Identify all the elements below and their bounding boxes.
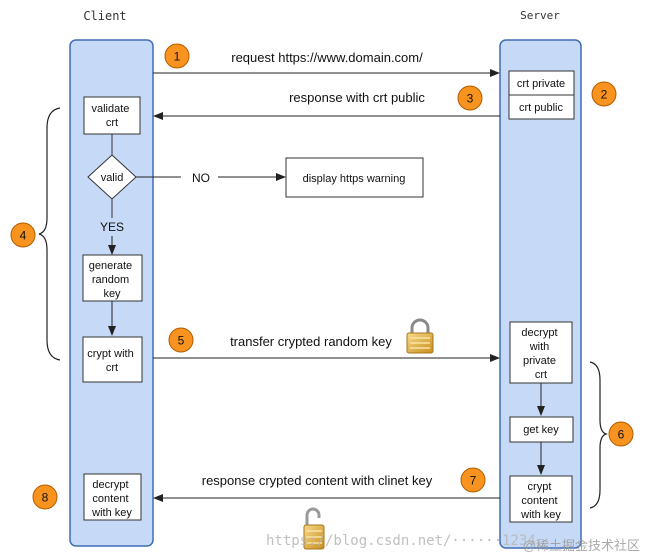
https-warning-box [285, 157, 424, 198]
request-label: request https://www.domain.com/ [231, 50, 423, 65]
generate-key-box [82, 254, 143, 302]
svg-text:5: 5 [178, 334, 185, 348]
crypt-content-line: content [521, 495, 557, 507]
step-3-badge: 3 [457, 85, 483, 111]
crypt-with-crt-line: crypt with [87, 348, 133, 360]
crt-public-response-label: response with crt public [289, 90, 425, 105]
valid-decision-label: valid [101, 172, 124, 184]
right-bracket [589, 361, 608, 509]
svg-text:1: 1 [174, 50, 181, 64]
validate-crt-line: crt [106, 117, 118, 129]
svg-text:7: 7 [470, 474, 477, 488]
decrypt-private-line: private [523, 355, 556, 367]
open-padlock-icon [303, 507, 325, 550]
decrypt-content-line: content [92, 493, 128, 505]
decrypt-private-line: with [529, 341, 550, 353]
crt-public-text: crt public [519, 102, 564, 114]
watermark-brand: @稀土掘金技术社区 [523, 538, 640, 553]
svg-text:2: 2 [601, 88, 608, 102]
generate-key-line: random [92, 274, 129, 286]
decrypt-content-line: decrypt [92, 479, 128, 491]
transfer-key-label: transfer crypted random key [230, 334, 392, 349]
client-header: Client [83, 9, 126, 23]
get-key-box [509, 416, 574, 443]
padlock-icon [406, 318, 434, 354]
svg-text:validate crt: validate crt [92, 103, 133, 129]
decrypt-private-line: decrypt [521, 327, 557, 339]
step-6-badge: 6 [608, 421, 634, 447]
https-warning-text: display https warning [303, 173, 406, 185]
svg-text:crypt with crt: crypt with crt [87, 348, 137, 374]
step-5-badge: 5 [168, 327, 194, 353]
svg-text:3: 3 [467, 92, 474, 106]
crt-public-box [508, 94, 575, 120]
left-bracket [38, 107, 61, 361]
decrypt-content-line: with key [91, 507, 132, 519]
watermark-url: https://blog.csdn.net/······1234 [266, 533, 536, 549]
validate-crt-line: validate [92, 103, 130, 115]
decrypt-content-box [83, 473, 142, 521]
no-branch-label: NO [192, 171, 210, 185]
crypt-with-crt-box [82, 336, 143, 383]
svg-text:6: 6 [618, 428, 625, 442]
step-8-badge: 8 [32, 484, 58, 510]
step-7-badge: 7 [460, 467, 486, 493]
generate-key-line: generate [89, 260, 132, 272]
content-response-label: response crypted content with clinet key [202, 473, 433, 488]
crypt-content-box [509, 475, 573, 523]
crypt-content-line: crypt [528, 481, 552, 493]
svg-text:4: 4 [20, 229, 27, 243]
decrypt-private-box [509, 321, 573, 384]
step-4-badge: 4 [10, 222, 36, 248]
generate-key-line: key [103, 288, 121, 300]
crypt-with-crt-line: crt [106, 362, 118, 374]
svg-text:decrypt with private: decrypt with private crt [521, 327, 560, 381]
server-header: Server [520, 9, 560, 22]
get-key-text: get key [523, 424, 559, 436]
yes-branch-label: YES [100, 220, 124, 234]
step-2-badge: 2 [591, 81, 617, 107]
crypt-content-line: with key [520, 509, 561, 521]
svg-text:8: 8 [42, 491, 49, 505]
svg-text:decrypt content with k: decrypt content with key [91, 479, 132, 519]
crt-private-text: crt private [517, 78, 565, 90]
step-1-badge: 1 [164, 43, 190, 69]
svg-text:crypt content with key: crypt content with key [520, 481, 561, 521]
decrypt-private-line: crt [535, 369, 547, 381]
svg-text:generate random key: generate random key [89, 260, 136, 300]
